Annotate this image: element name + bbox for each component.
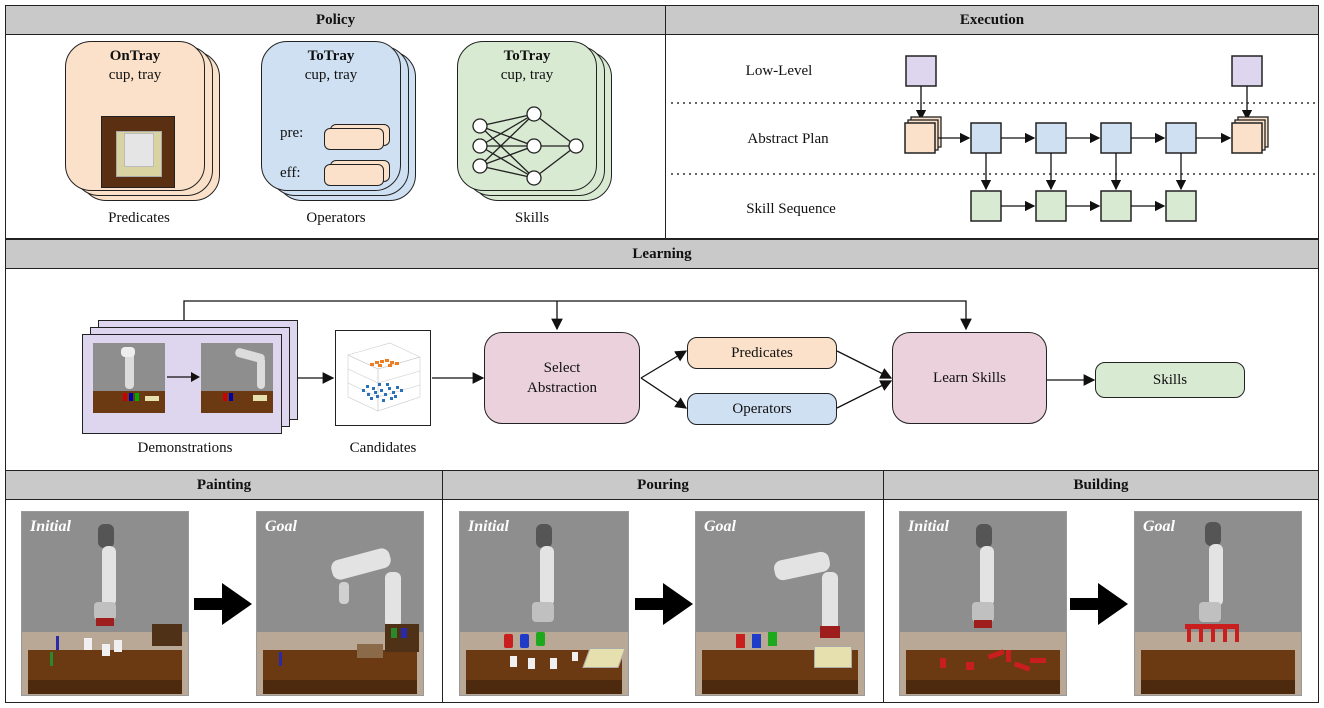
learning-panel: Learning [5, 239, 1319, 471]
abstract-operator-box [1100, 122, 1132, 154]
abstract-state-goal [1231, 122, 1263, 154]
demonstrations-caption: Demonstrations [137, 440, 233, 456]
pouring-panel: Pouring Initial Goal [442, 470, 884, 703]
skill-box [1035, 190, 1067, 222]
skills-caption: Skills [514, 210, 550, 226]
pouring-goal-label: Goal [704, 518, 736, 535]
building-initial-scene: Initial [899, 511, 1067, 696]
painting-panel: Painting Initial Goal [5, 470, 443, 703]
painting-header: Painting [6, 471, 442, 500]
demo-arrow [167, 372, 200, 382]
painting-goal-scene: Goal [256, 511, 424, 696]
operators-caption: Operators [306, 210, 366, 226]
abstract-operator-box [970, 122, 1002, 154]
skill-box [1165, 190, 1197, 222]
candidates-plot [335, 330, 431, 426]
building-arrow [1070, 583, 1128, 625]
predicates-card: OnTray cup, tray [65, 41, 205, 191]
pouring-header: Pouring [443, 471, 883, 500]
row-label-low-level: Low-Level [745, 63, 813, 79]
scatter-3d-icon [347, 342, 421, 412]
learn-skills-label: Learn Skills [933, 369, 1006, 386]
operators-card: ToTray cup, tray pre: eff: [261, 41, 401, 191]
pouring-goal-scene: Goal [695, 511, 865, 696]
skills-output-label: Skills [1152, 371, 1188, 388]
building-panel: Building Initial Goal [883, 470, 1319, 703]
predicates-caption: Predicates [108, 210, 170, 226]
building-goal-scene: Goal [1134, 511, 1302, 696]
skills-output-box: Skills [1095, 362, 1245, 398]
skills-card: ToTray cup, tray [457, 41, 597, 191]
execution-panel: Execution Low-Level Abstract Plan Skill … [665, 5, 1319, 239]
operators-label: Operators [732, 400, 792, 417]
skill-box [1100, 190, 1132, 222]
operator-args: cup, tray [304, 67, 358, 83]
building-goal-label: Goal [1143, 518, 1175, 535]
predicate-image [101, 116, 175, 188]
abstract-state-start [904, 122, 936, 154]
select-abstraction-label: Select Abstraction [527, 360, 597, 396]
pouring-arrow [635, 583, 693, 625]
painting-goal-label: Goal [265, 518, 297, 535]
painting-initial-scene: Initial [21, 511, 189, 696]
abstract-operator-box [1165, 122, 1197, 154]
row-label-abstract-plan: Abstract Plan [747, 131, 829, 147]
demonstrations-frame [82, 334, 282, 434]
pouring-initial-label: Initial [468, 518, 509, 535]
demo-frame-1 [93, 343, 165, 413]
operators-box: Operators [687, 393, 837, 425]
policy-header: Policy [6, 6, 665, 35]
skill-name: ToTray [503, 48, 551, 64]
predicate-args: cup, tray [108, 67, 162, 83]
demo-frame-2 [201, 343, 273, 413]
policy-panel: Policy OnTray cup, tray Predicates ToTra… [5, 5, 666, 239]
predicates-box: Predicates [687, 337, 837, 369]
operator-eff-label: eff: [280, 165, 301, 181]
building-initial-label: Initial [908, 518, 949, 535]
select-abstraction-box: Select Abstraction [484, 332, 640, 424]
execution-header: Execution [666, 6, 1318, 35]
learn-skills-box: Learn Skills [892, 332, 1047, 424]
painting-arrow [194, 583, 252, 625]
execution-graph [671, 55, 1316, 222]
operator-name: ToTray [307, 48, 355, 64]
predicates-label: Predicates [731, 344, 793, 361]
row-label-skill-sequence: Skill Sequence [746, 201, 836, 217]
predicate-name: OnTray [109, 48, 161, 64]
skill-box [970, 190, 1002, 222]
pouring-initial-scene: Initial [459, 511, 629, 696]
painting-initial-label: Initial [30, 518, 71, 535]
neural-network-icon [472, 106, 584, 186]
operator-pre-label: pre: [280, 125, 304, 141]
candidates-caption: Candidates [349, 440, 417, 456]
learning-header: Learning [6, 240, 1318, 269]
building-header: Building [884, 471, 1318, 500]
skill-args: cup, tray [500, 67, 554, 83]
low-level-box [1231, 55, 1263, 87]
low-level-box [905, 55, 937, 87]
abstract-operator-box [1035, 122, 1067, 154]
learning-flow [183, 300, 1096, 409]
